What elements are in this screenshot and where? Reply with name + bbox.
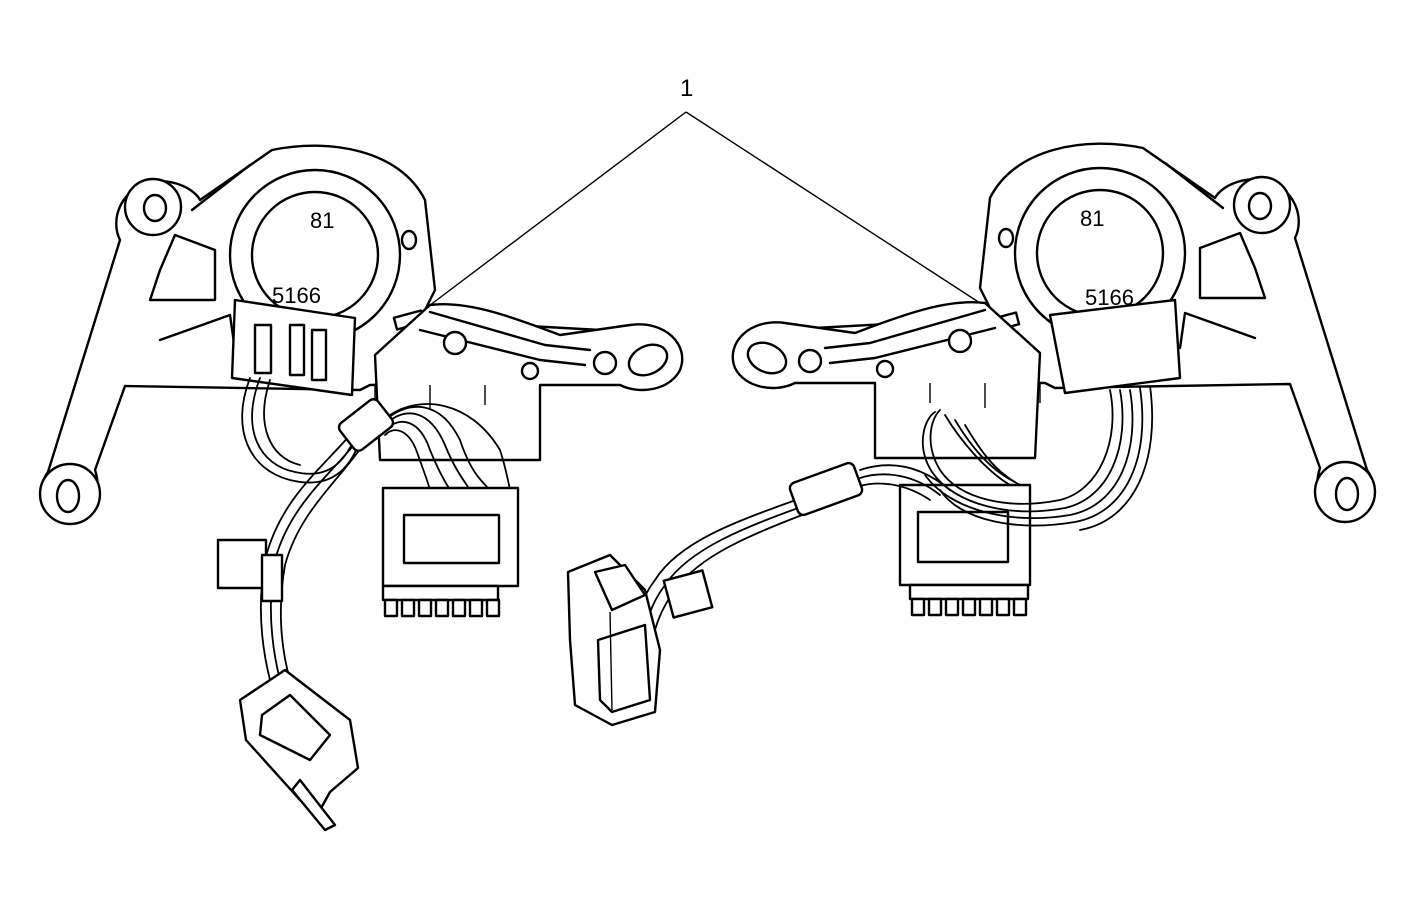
right-small-hole (997, 227, 1015, 249)
right-upper-mount-hole (1247, 191, 1273, 221)
left-small-hole (400, 229, 418, 251)
callout-number: 1 (680, 75, 693, 102)
right-arm-slot-hole (746, 341, 788, 375)
left-arm-plate (373, 303, 684, 462)
left-arm-slot-hole (627, 343, 669, 377)
left-arm-plate-rib (428, 310, 592, 352)
right-lower-mount-hole (1334, 476, 1360, 512)
left-connector-slot-1 (253, 323, 273, 375)
left-harness-clip-band (260, 553, 284, 603)
right-arm-plate-rib (823, 308, 987, 350)
left-sensor-label-top: 81 (310, 208, 334, 233)
left-arm-hole-3 (592, 350, 618, 376)
left-arm-hole-2 (520, 361, 540, 381)
left-sensor-label-bottom: 5166 (272, 283, 321, 308)
left-bracket-inner-rib (148, 233, 217, 302)
right-end-connector (566, 553, 662, 727)
callout-leader-right (685, 111, 1001, 317)
left-end-connector (238, 668, 360, 832)
right-harness-clip (662, 569, 714, 619)
callout-group: 1 (412, 75, 1001, 319)
right-arm-hole-2 (875, 359, 895, 379)
right-bracket-arm (1163, 161, 1225, 210)
right-bracket-inner-rib (1198, 231, 1267, 300)
right-arm-hole-3 (797, 348, 823, 374)
left-connector-slot-3 (310, 328, 328, 382)
left-upper-mount-hole (142, 193, 168, 223)
callout-leader-left (412, 111, 687, 319)
left-sensor-assembly: 81 5166 (38, 144, 684, 832)
left-multi-pin-connector (381, 486, 520, 618)
left-connector-slot-2 (288, 323, 306, 377)
right-bracket-inner-rib-2 (1178, 311, 1257, 350)
right-wire-sleeve (788, 461, 864, 517)
left-lower-mount-hole (55, 478, 81, 514)
left-wire-sleeve (337, 398, 395, 452)
right-arm-plate (731, 301, 1042, 460)
right-sensor-assembly: 81 5166 (566, 142, 1377, 727)
right-sensor-label-top: 81 (1080, 206, 1104, 231)
left-harness-clip (216, 538, 268, 590)
left-bracket-arm (190, 163, 252, 212)
left-arm-hole-1 (442, 330, 468, 356)
right-sensor-connector-body (1048, 298, 1182, 395)
right-arm-hole-1 (947, 328, 973, 354)
